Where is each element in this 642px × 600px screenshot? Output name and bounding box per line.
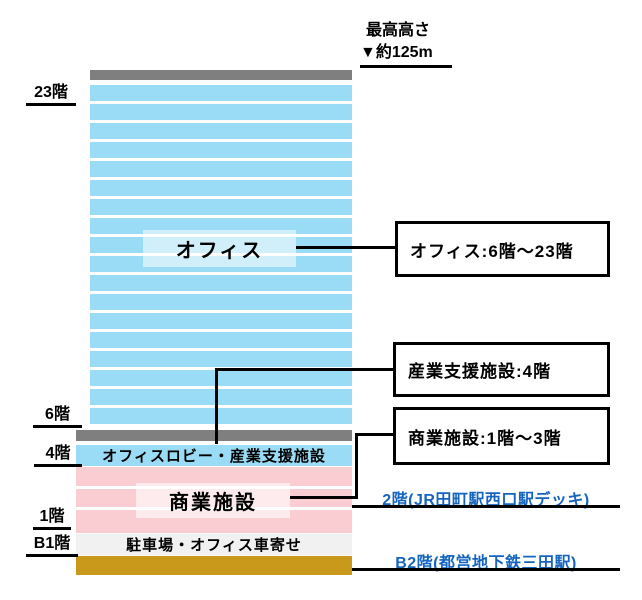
office-callout-connector [296, 246, 395, 249]
industry-callout-connector-v [215, 368, 218, 444]
commercial-zone-label: 商業施設 [136, 483, 290, 518]
mechanical-slab-5f [76, 430, 352, 441]
floor-label-b1f: B1階 [26, 535, 78, 557]
callout-commercial-range: 商業施設:1階〜3階 [393, 407, 610, 465]
roof-bar [90, 70, 352, 80]
floor-label-23f: 23階 [26, 84, 76, 106]
lobby-4f-band: オフィスロビー・産業支援施設 [76, 445, 352, 466]
subway-b2-band [76, 556, 352, 575]
commercial-callout-connector-h1 [290, 496, 358, 499]
station-note-jr-deck-underline [352, 505, 620, 508]
floor-label-4f: 4階 [34, 445, 82, 467]
max-height-value: ▼約125m [360, 44, 433, 61]
floor-label-6f: 6階 [33, 406, 82, 428]
parking-b1-band: 駐車場・オフィス車寄せ [76, 534, 352, 555]
commercial-callout-connector-h2 [355, 433, 393, 436]
commercial-callout-connector-v [355, 433, 358, 499]
max-height-label: 最高高さ [366, 22, 431, 39]
callout-industry-support: 産業支援施設:4階 [393, 342, 610, 397]
industry-callout-connector-h [215, 368, 393, 371]
floor-label-1f: 1階 [33, 508, 71, 530]
station-note-jr-deck: 2階(JR田町駅西口駅デッキ) [382, 492, 590, 509]
station-note-subway-underline [352, 568, 620, 571]
max-height-note: 最高高さ ▼約125m [360, 20, 452, 68]
office-zone-label: オフィス [143, 230, 296, 267]
callout-office-range: オフィス:6階〜23階 [395, 221, 610, 277]
station-note-subway: B2階(都営地下鉄三田駅) [395, 555, 577, 572]
